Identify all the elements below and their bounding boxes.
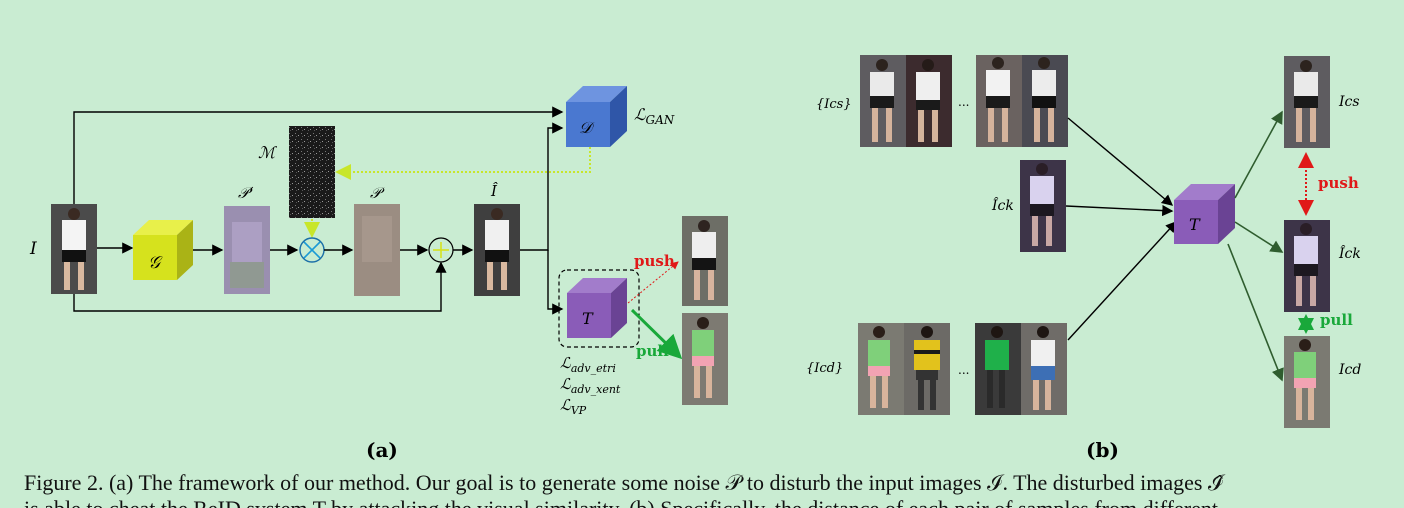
out-ick-hat-label: Îck — [1338, 244, 1361, 262]
figure-caption-line2: is able to cheat the ReID system T by at… — [24, 496, 1404, 508]
push-label-b: push — [1318, 174, 1359, 192]
icd-image-1 — [858, 323, 904, 415]
arrow-target-to-icd — [1227, 243, 1284, 382]
pull-label-a: pull — [636, 342, 669, 360]
noise-label: 𝒫 — [370, 184, 385, 202]
arrow-disturbed-to-target — [547, 250, 564, 315]
loss-adv-xent: ℒadv_xent — [560, 375, 621, 396]
arrow-input-to-adder — [73, 261, 447, 312]
add-operator — [428, 237, 454, 263]
ics-set-label: {Ics} — [816, 97, 852, 112]
out-ics-label: Ics — [1338, 94, 1360, 110]
ics-ellipsis: ... — [958, 95, 969, 109]
disturbed-image — [474, 204, 520, 296]
arrow-ick-to-target — [1065, 204, 1174, 217]
loss-gan: ℒGAN — [634, 105, 675, 127]
pull-label-b: pull — [1320, 311, 1353, 329]
icd-ellipsis: ... — [958, 363, 969, 377]
out-icd-label: Icd — [1338, 362, 1361, 378]
out-ick-hat-image — [1284, 220, 1330, 312]
figure-canvas: I 𝒢 𝒫‘ ℳ 𝒫 — [29, 55, 1361, 462]
icd-set-label: {Icd} — [806, 361, 843, 376]
ick-hat-label-left: Îck — [991, 196, 1014, 214]
push-arrow-a — [627, 261, 679, 304]
discriminator-cube — [566, 86, 627, 147]
icd-image-2 — [904, 323, 950, 415]
input-label: I — [29, 239, 37, 259]
pull-arrow-a — [630, 308, 683, 360]
panel-a-label: (a) — [366, 438, 398, 462]
figure-caption: Figure 2. (a) The framework of our metho… — [24, 470, 1224, 495]
mask-image — [289, 126, 335, 218]
target-dashed-box — [558, 269, 640, 348]
arrow-target-to-ics — [1234, 110, 1283, 199]
result-image-pull-a — [682, 313, 728, 405]
disturbed-label: Î — [490, 182, 498, 200]
out-ics-image — [1284, 56, 1330, 148]
arrow-disturbed-to-discriminator — [520, 122, 564, 251]
push-label-a: push — [634, 252, 675, 270]
panel-a: I 𝒢 𝒫‘ ℳ 𝒫 — [29, 86, 728, 462]
target-label-b: T — [1189, 215, 1201, 234]
generator-label: 𝒢 — [148, 253, 163, 273]
discriminator-label: 𝒟 — [579, 118, 595, 137]
target-cube-b — [1174, 184, 1235, 244]
arrow-discriminator-to-mask — [335, 147, 591, 180]
ics-image-3 — [976, 55, 1022, 147]
icd-image-4 — [1021, 323, 1067, 415]
ick-hat-image-left — [1020, 160, 1066, 252]
arrow-icd-to-target — [1067, 220, 1177, 341]
arrow-ics-to-target — [1067, 117, 1174, 206]
arrow-input-to-discriminator — [73, 106, 564, 204]
result-image-push-a — [682, 216, 728, 306]
ics-image-2 — [906, 55, 952, 147]
target-cube — [567, 278, 627, 338]
out-icd-image — [1284, 336, 1330, 428]
panel-b-label: (b) — [1086, 438, 1119, 462]
loss-adv-etri: ℒadv_etri — [560, 354, 616, 375]
noise-raw-label: 𝒫‘ — [238, 184, 254, 202]
ics-image-1 — [860, 55, 906, 147]
icd-image-3 — [975, 323, 1021, 415]
generator-cube — [133, 220, 193, 280]
ics-image-4 — [1022, 55, 1068, 147]
arrow-target-to-ick — [1234, 221, 1284, 253]
input-image — [51, 204, 97, 294]
target-label: T — [582, 309, 594, 328]
mask-label: ℳ — [258, 143, 278, 162]
panel-b: {Ics} ... — [806, 55, 1361, 462]
loss-vp: ℒVP — [560, 396, 587, 417]
multiply-operator — [299, 237, 325, 263]
